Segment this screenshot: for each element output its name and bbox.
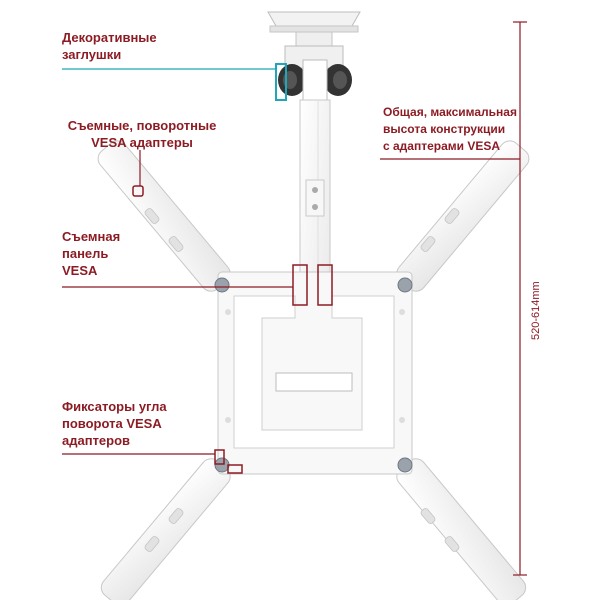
panel-highlight-left	[292, 264, 308, 306]
arm-slots	[144, 208, 460, 552]
caps-highlight	[275, 63, 287, 101]
height-dimension	[380, 21, 527, 576]
arm-bottom-right	[396, 458, 527, 600]
ceiling-plate	[267, 11, 361, 47]
arm-top-right	[396, 140, 530, 292]
corner-screws	[214, 277, 413, 473]
vesa-adapter-arms	[97, 140, 530, 600]
adapter-hole-highlight	[132, 185, 144, 197]
pivot-joint	[278, 45, 352, 103]
lock-highlight-2	[227, 464, 243, 474]
lock-highlight-1	[214, 449, 225, 465]
arm-bottom-left	[100, 458, 231, 600]
panel-highlight-right	[317, 264, 333, 306]
vesa-panel	[217, 271, 413, 475]
dimension-text: 520-614mm	[530, 281, 542, 340]
